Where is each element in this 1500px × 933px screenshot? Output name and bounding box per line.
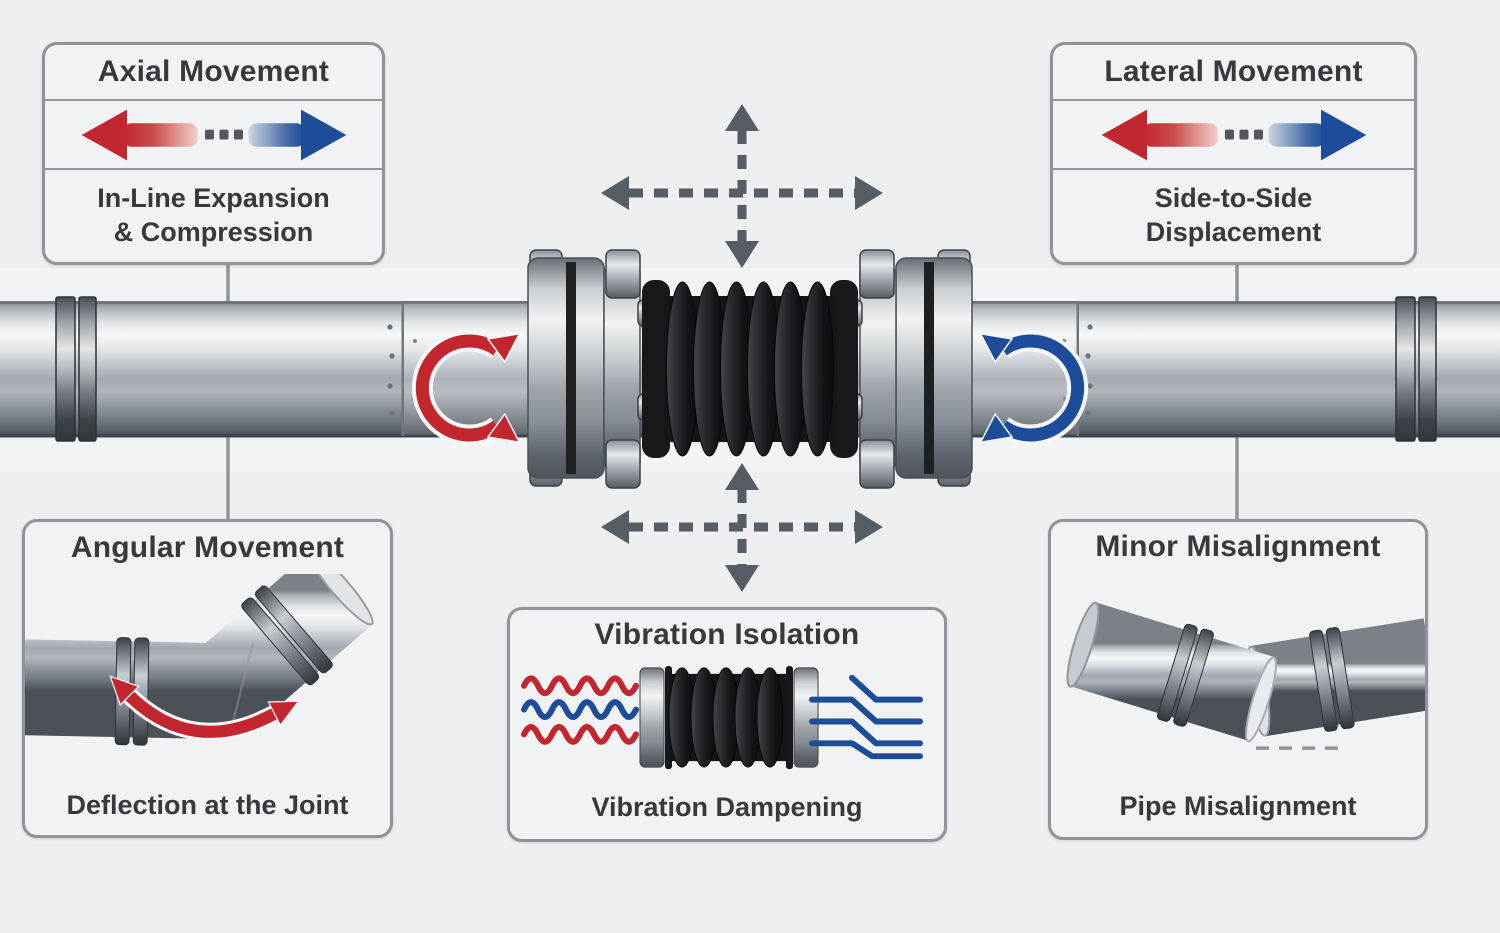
vibration-isolation-card: Vibration Isolation [507,607,947,842]
angular-movement-card: Angular Movement [22,519,393,838]
misalignment-caption: Pipe Misalignment [1119,790,1357,821]
misaligned-pipes-icon [1066,601,1425,750]
misalignment-title: Minor Misalignment [1095,530,1381,563]
lateral-title: Lateral Movement [1104,55,1363,88]
dampened-waves-out-icon [809,674,923,760]
bellows [642,280,858,458]
axial-bidirectional-arrow-icon [81,109,346,160]
vibration-dampening-icon [521,665,923,770]
angular-illustration [25,574,390,776]
expansion-joint [527,249,973,489]
movement-cross-bottom-icon [601,463,883,592]
blue-rotation-arrow-icon [979,330,1089,446]
red-rotation-arrow-icon [411,330,521,446]
pipe-seam-left [387,302,417,436]
axial-movement-card: Axial Movement In-Line Expansion & Compr… [42,42,385,265]
angular-title: Angular Movement [70,531,345,564]
vibration-caption: Vibration Dampening [591,792,863,823]
misalignment-illustration [1051,572,1425,776]
small-bellows-icon [639,665,819,770]
axial-title: Axial Movement [97,55,330,88]
movement-cross-top-icon [601,104,883,268]
lateral-movement-card: Lateral Movement Side-to-Side Displaceme… [1050,42,1417,265]
pipe-coupling-left [55,296,97,442]
vibration-waves-in-icon [521,675,639,745]
pipe-coupling-right [1395,296,1437,442]
lateral-caption: Side-to-Side Displacement [1145,183,1322,247]
lateral-arrow-section [1053,99,1414,168]
minor-misalignment-card: Minor Misalignment [1048,519,1428,840]
angular-deflection-arrow-icon [109,675,300,741]
axial-arrow-section [45,99,382,168]
bent-pipe-icon [25,574,374,746]
axial-caption: In-Line Expansion & Compression [97,183,330,247]
left-flange [527,249,663,489]
lateral-bidirectional-arrow-icon [1101,109,1366,160]
vibration-title: Vibration Isolation [594,618,860,651]
angular-caption: Deflection at the Joint [66,789,349,820]
vibration-illustration [510,660,944,777]
right-flange [837,249,973,489]
